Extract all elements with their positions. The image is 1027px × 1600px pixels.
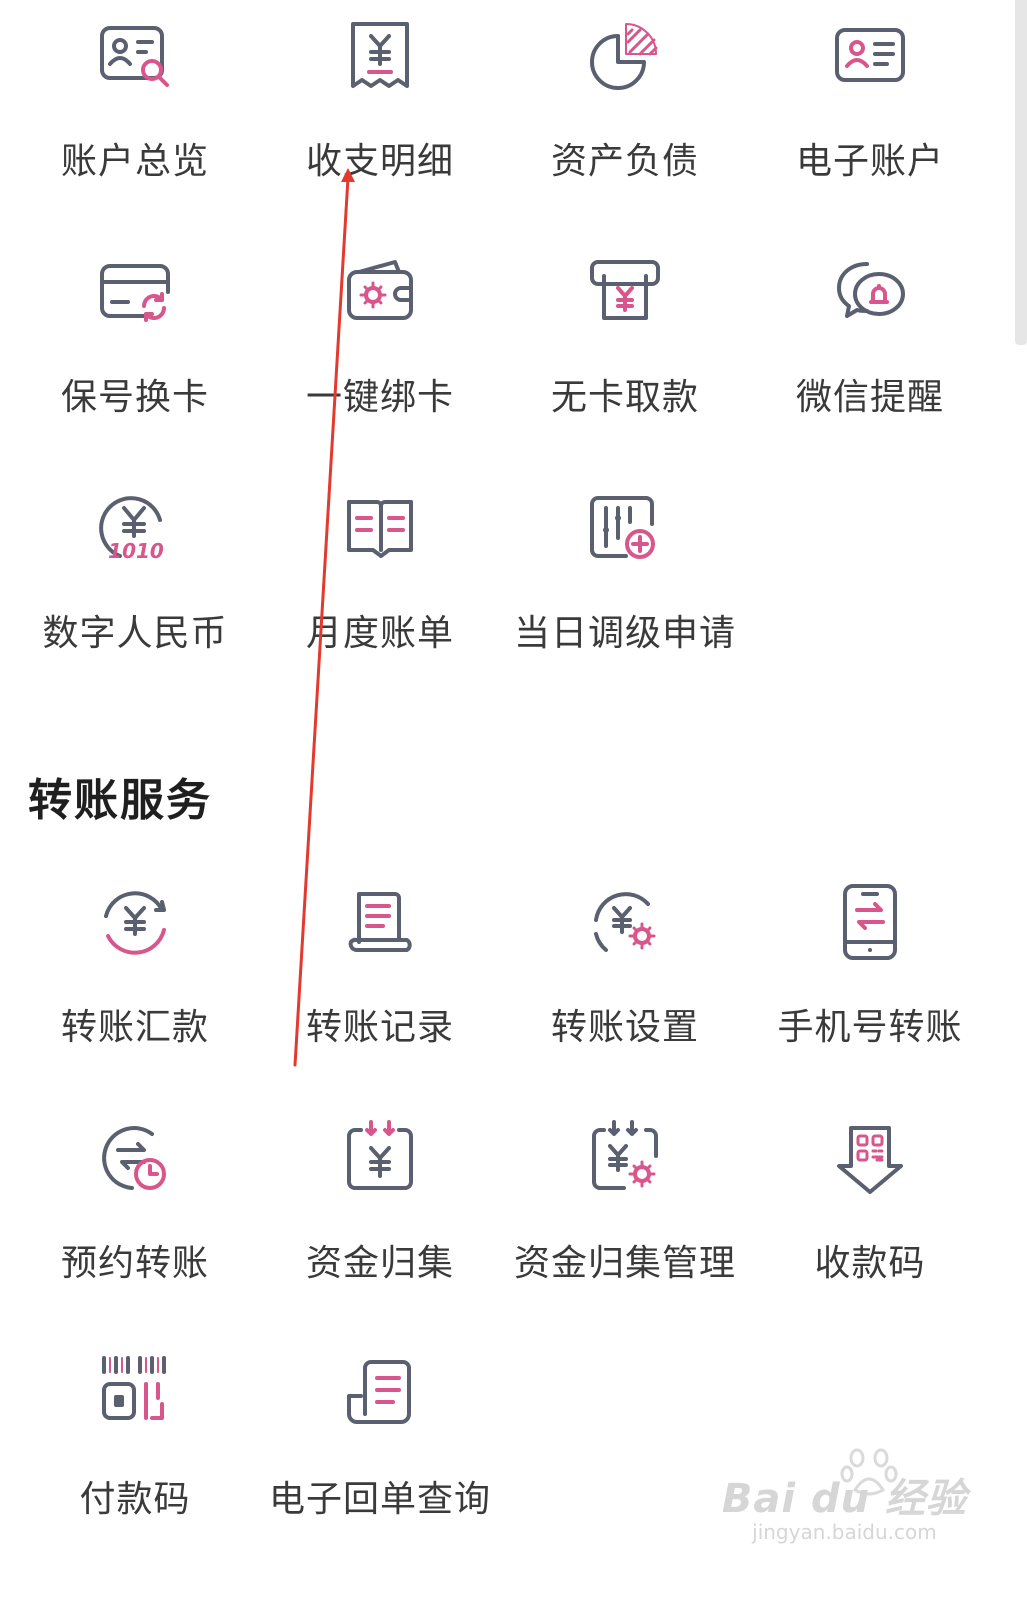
watermark-url: jingyan.baidu.com [752, 1520, 937, 1544]
phone-transfer-icon [827, 880, 913, 966]
transfer-services-title: 转账服务 [28, 775, 212, 826]
scheduled-transfer-label: 预约转账 [60, 1243, 209, 1284]
scheduled-transfer-icon [92, 1116, 178, 1202]
scheduled-transfer-item[interactable]: 预约转账 [15, 1108, 255, 1308]
same-day-adjust-apply-item[interactable]: 当日调级申请 [505, 478, 745, 678]
slider-plus-icon [582, 486, 668, 572]
digital-yuan-icon: 1010 [92, 486, 178, 572]
account-overview-item[interactable]: 账户总览 [15, 6, 255, 206]
e-receipt-icon [337, 1352, 423, 1438]
transfer-remit-label: 转账汇款 [60, 1007, 209, 1048]
payment-code-label: 付款码 [79, 1479, 191, 1520]
fund-collection-item[interactable]: 资金归集 [260, 1108, 500, 1308]
income-expense-detail-item[interactable]: 收支明细 [260, 6, 500, 206]
transfer-record-label: 转账记录 [305, 1007, 454, 1048]
e-receipt-query-label: 电子回单查询 [268, 1479, 491, 1520]
income-expense-detail-label: 收支明细 [305, 141, 454, 182]
electronic-account-label: 电子账户 [795, 141, 944, 182]
transfer-cycle-icon [92, 880, 178, 966]
baidu-jingyan-watermark: Bai du 经验 jingyan.baidu.com [722, 1466, 967, 1544]
phone-number-transfer-item[interactable]: 手机号转账 [750, 872, 990, 1072]
chat-bell-icon [827, 250, 913, 336]
wechat-reminder-item[interactable]: 微信提醒 [750, 242, 990, 442]
record-scroll-icon [337, 880, 423, 966]
digital-rmb-label: 数字人民币 [42, 613, 228, 654]
transfer-remit-item[interactable]: 转账汇款 [15, 872, 255, 1072]
card-swap-icon [92, 250, 178, 336]
payment-code-item[interactable]: 付款码 [15, 1344, 255, 1544]
digital-yuan-sublabel: 1010 [108, 539, 164, 563]
phone-number-transfer-label: 手机号转账 [777, 1007, 963, 1048]
transfer-settings-label: 转账设置 [550, 1007, 699, 1048]
book-icon [337, 486, 423, 572]
electronic-account-item[interactable]: 电子账户 [750, 6, 990, 206]
digital-rmb-item[interactable]: 1010 数字人民币 [15, 478, 255, 678]
baidu-paw-icon [840, 1448, 898, 1496]
cardless-withdrawal-label: 无卡取款 [550, 377, 699, 418]
assets-liabilities-item[interactable]: 资产负债 [505, 6, 745, 206]
id-card-icon [827, 14, 913, 100]
same-day-adjust-apply-label: 当日调级申请 [513, 613, 736, 654]
cardless-withdrawal-item[interactable]: 无卡取款 [505, 242, 745, 442]
monthly-bill-item[interactable]: 月度账单 [260, 478, 500, 678]
receive-code-item[interactable]: 收款码 [750, 1108, 990, 1308]
one-click-bind-card-item[interactable]: 一键绑卡 [260, 242, 500, 442]
monthly-bill-label: 月度账单 [305, 613, 454, 654]
fund-collect-manage-icon [582, 1116, 668, 1202]
fund-collection-manage-label: 资金归集管理 [513, 1243, 736, 1284]
fund-collect-icon [337, 1116, 423, 1202]
wallet-gear-icon [337, 250, 423, 336]
transfer-settings-item[interactable]: 转账设置 [505, 872, 745, 1072]
atm-yen-icon [582, 250, 668, 336]
fund-collection-manage-item[interactable]: 资金归集管理 [505, 1108, 745, 1308]
keep-number-change-card-item[interactable]: 保号换卡 [15, 242, 255, 442]
watermark-logo: Bai du 经验 [721, 1476, 967, 1522]
e-receipt-query-item[interactable]: 电子回单查询 [260, 1344, 500, 1544]
pay-code-icon [92, 1352, 178, 1438]
pie-chart-icon [582, 14, 668, 100]
transfer-settings-icon [582, 880, 668, 966]
receive-qr-icon [827, 1116, 913, 1202]
account-overview-label: 账户总览 [60, 141, 209, 182]
wechat-reminder-label: 微信提醒 [795, 377, 944, 418]
receive-code-label: 收款码 [814, 1243, 926, 1284]
transfer-record-item[interactable]: 转账记录 [260, 872, 500, 1072]
receipt-yen-icon [337, 14, 423, 100]
keep-number-change-card-label: 保号换卡 [60, 377, 209, 418]
scrollbar[interactable] [1015, 0, 1027, 345]
account-overview-icon [92, 14, 178, 100]
fund-collection-label: 资金归集 [305, 1243, 454, 1284]
one-click-bind-card-label: 一键绑卡 [305, 377, 454, 418]
assets-liabilities-label: 资产负债 [550, 141, 699, 182]
